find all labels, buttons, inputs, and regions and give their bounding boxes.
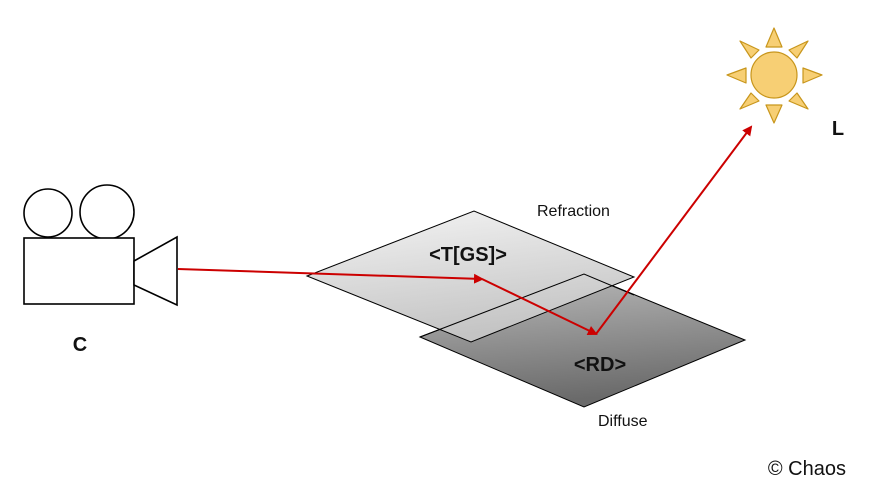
camera-icon [23,184,178,307]
diffuse-code-label: <RD> [574,354,626,376]
ray-refraction-to-diffuse [481,278,598,336]
refraction-surface [305,210,636,343]
diffuse-caption: Diffuse [598,413,648,430]
light-ray-path [177,125,753,336]
diffuse-surface-outline [419,273,635,338]
ray-diffuse-to-light [595,125,753,335]
camera-label: C [73,334,87,356]
sun-icon [726,27,823,124]
light-label: L [832,118,844,140]
refraction-caption: Refraction [537,203,610,220]
refraction-code-label: <T[GS]> [429,244,507,266]
ray-camera-to-refraction [177,268,484,284]
copyright-notice: © Chaos [767,458,846,480]
